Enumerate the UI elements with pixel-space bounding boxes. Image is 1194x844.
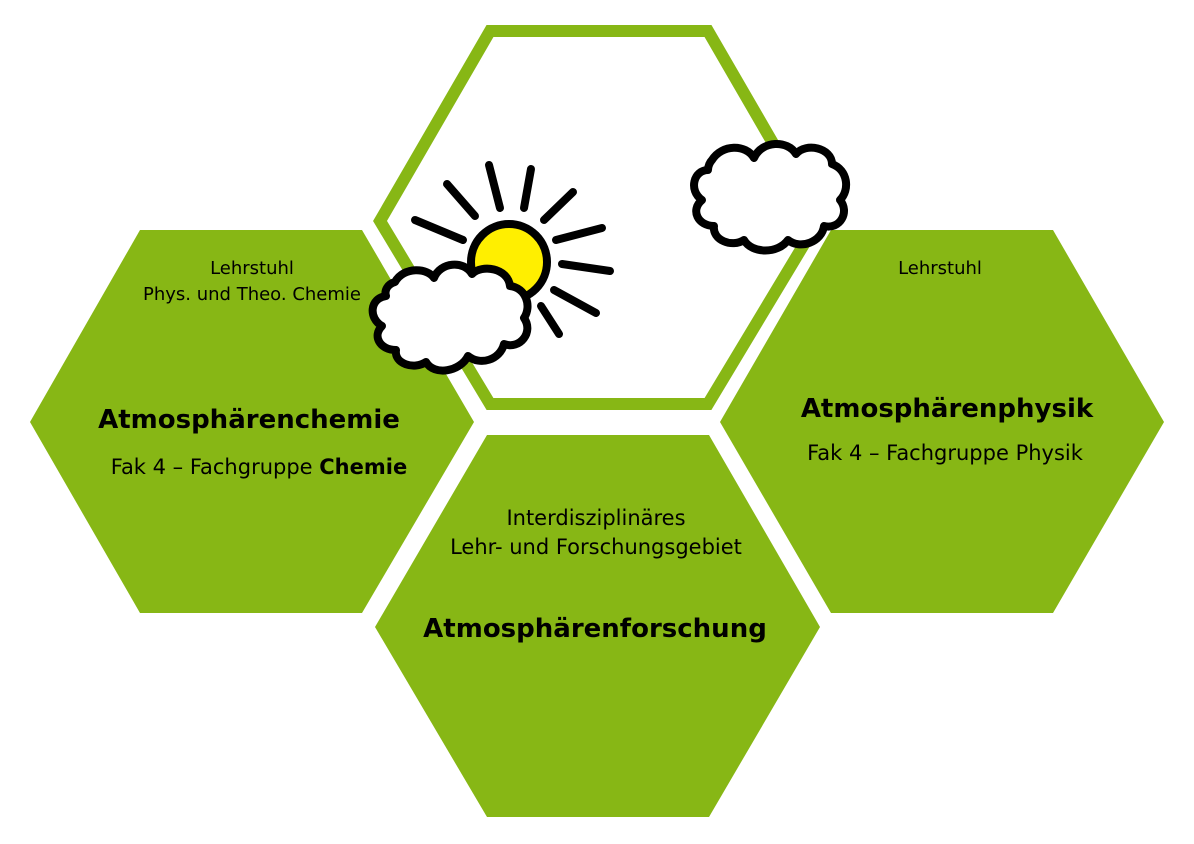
chemistry-subtitle: Fak 4 – Fachgruppe Chemie: [111, 454, 407, 480]
cloud-icon: [690, 140, 851, 255]
physics-title: Atmosphärenphysik: [800, 394, 1094, 424]
hexagon-research: [375, 435, 820, 817]
cloud-icon: [368, 260, 532, 375]
chemistry-chair-label: Lehrstuhl: [210, 258, 294, 279]
research-line1: Interdisziplinäres: [506, 506, 686, 530]
physics-subtitle: Fak 4 – Fachgruppe Physik: [807, 441, 1083, 465]
research-title: Atmosphärenforschung: [423, 614, 767, 644]
hexagon-chemistry: [30, 230, 474, 613]
chemistry-chair-name: Phys. und Theo. Chemie: [143, 284, 361, 305]
research-line2: Lehr- und Forschungsgebiet: [450, 535, 742, 559]
hexagon-physics: [720, 230, 1164, 613]
chemistry-subtitle-bold: Chemie: [319, 455, 408, 479]
physics-chair-label: Lehrstuhl: [898, 258, 982, 279]
chemistry-title: Atmosphärenchemie: [98, 405, 400, 435]
chemistry-subtitle-prefix: Fak 4 – Fachgruppe: [110, 455, 320, 479]
